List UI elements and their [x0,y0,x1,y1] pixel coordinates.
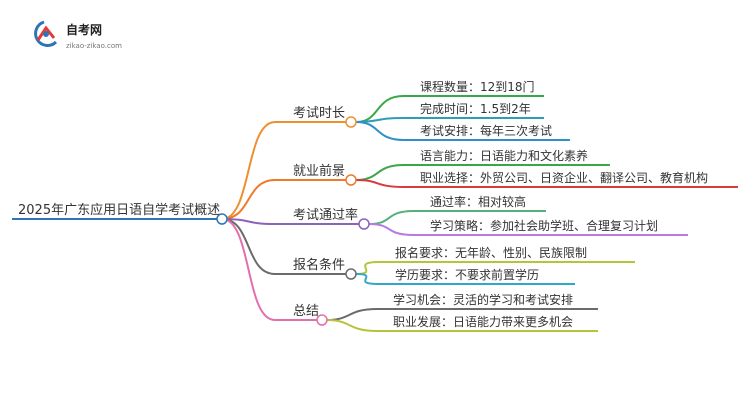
leaf-connector [355,164,405,181]
leaf-connector [355,117,405,123]
leaf-topic: 职业选择：外贸公司、日资企业、翻译公司、教育机构 [420,170,708,185]
logo-graphic: 自考网 zikao-zikao.com [34,20,122,50]
branch-topic: 考试通过率 [293,207,358,223]
leaf-connector [355,179,405,188]
leaf-topic: 语言能力：日语能力和文化素养 [420,148,588,163]
branch-topic: 考试时长 [293,106,345,121]
branch-topic: 总结 [293,304,319,319]
leaf-topic: 完成时间：1.5到2年 [420,101,531,116]
leaf-topic: 职业发展：日语能力带来更多机会 [393,314,573,329]
leaf-topic: 报名要求：无年龄、性别、民族限制 [395,245,587,260]
leaf-topic: 学习策略：参加社会助学班、合理复习计划 [430,218,658,233]
branch-connector [221,218,276,225]
leaf-connector [326,319,378,332]
leaf-topic: 通过率：相对较高 [430,194,526,209]
mindmap-nodes: 2025年广东应用日语自学考试概述 考试时长 课程数量：12到18门完成时间：1.… [12,79,708,329]
branch-node-icon [345,268,357,280]
logo-domain: zikao-zikao.com [66,42,122,50]
branch-node-icon [316,314,328,326]
logo-name: 自考网 [66,22,102,37]
leaf-topic: 考试安排：每年三次考试 [420,123,552,138]
site-logo: 自考网 zikao-zikao.com [30,18,140,54]
branch-connector [221,218,276,321]
leaf-connector [326,308,378,321]
branch-connector [221,179,276,220]
branch-node-icon [345,116,357,128]
leaf-connector [368,223,415,236]
leaf-connector [355,261,380,275]
leaf-topic: 学习机会：灵活的学习和考试安排 [393,292,573,307]
mindmap-edges [221,95,738,332]
leaf-topic: 学历要求：不要求前置学历 [395,267,539,282]
branch-node-icon [345,174,357,186]
branch-topic: 报名条件 [293,257,345,273]
branch-connector [221,121,276,220]
branch-topic: 就业前景 [293,163,345,179]
logo-emblem-icon [34,20,58,47]
branch-connector [221,218,276,275]
leaf-connector [355,273,380,285]
branch-node-icon [358,218,370,230]
leaf-connector [368,210,415,225]
leaf-connector [355,121,405,141]
root-topic: 2025年广东应用日语自学考试概述 [18,202,220,218]
leaf-topic: 课程数量：12到18门 [420,79,535,94]
root-node-icon [216,213,228,225]
